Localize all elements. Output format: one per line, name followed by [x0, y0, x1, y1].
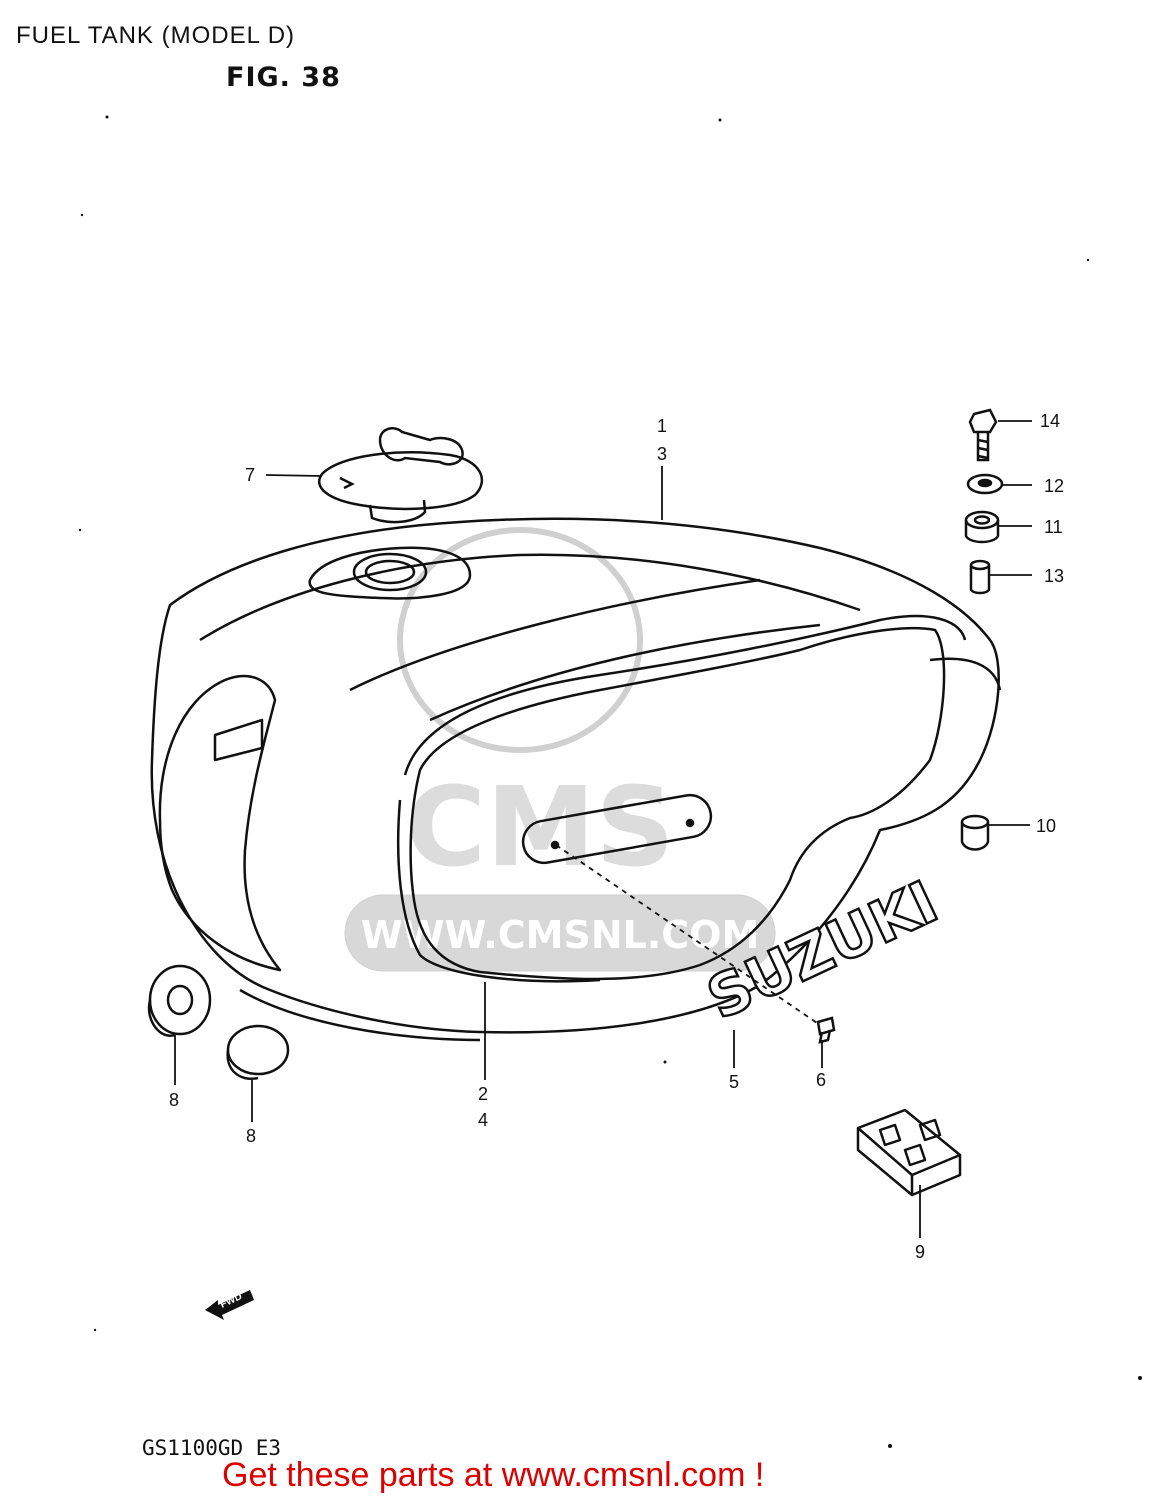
promo-link[interactable]: Get these parts at www.cmsnl.com ! [222, 1456, 765, 1494]
washer [966, 473, 1004, 495]
callout-9: 9 [915, 1242, 925, 1262]
tank-side-stripe-lower [396, 799, 601, 983]
tank-front-bracket [213, 718, 264, 762]
callout-14: 14 [1040, 411, 1060, 431]
leader-7 [265, 474, 323, 477]
watermark-badge [344, 894, 776, 972]
callout-8a: 8 [169, 1090, 179, 1110]
callout-8b: 8 [246, 1126, 256, 1146]
callout-7: 7 [245, 465, 255, 485]
tank-body-outline [150, 517, 1000, 1034]
tank-groove-2 [429, 623, 821, 722]
model-code: GS1100GD E3 [142, 1436, 282, 1460]
fwd-arrow-icon: FWD [205, 1290, 254, 1320]
bolt-thread [977, 438, 989, 460]
emblem-mount-slot [521, 793, 713, 865]
callout-3: 3 [657, 444, 667, 464]
scan-specks [78, 115, 1142, 1448]
cmsnl-watermark: CMS WWW.CMSNL.COM [344, 527, 776, 972]
tank-bottom-edge [239, 988, 481, 1042]
watermark-logo-text: CMS [405, 763, 674, 891]
fuel-cap-arrow-mark [339, 476, 355, 490]
tank-cushion-large [147, 964, 212, 1037]
callout-4: 4 [478, 1110, 488, 1130]
rubber-damper-block [856, 1108, 962, 1197]
emblem-screw-hole-rear [685, 818, 695, 828]
callout-1: 1 [657, 416, 667, 436]
knee-pad-outline-left [158, 674, 282, 972]
tank-groove-1 [349, 578, 761, 692]
fuel-cap-lid [318, 451, 484, 511]
watermark-url-text: WWW.CMSNL.COM [361, 913, 760, 957]
tank-rear-lip [929, 657, 1002, 691]
diagram-title: FUEL TANK (MODEL D) [16, 22, 296, 49]
fuel-tank [150, 517, 1002, 1042]
callout-5: 5 [729, 1072, 739, 1092]
callout-labels: 1 3 2 4 5 6 7 8 8 9 10 11 12 13 14 [169, 411, 1064, 1262]
spacer-collar [969, 559, 991, 595]
bolt-head [968, 408, 998, 434]
fuel-cap [318, 427, 484, 524]
leader-lines [174, 420, 1032, 1238]
callout-11: 11 [1044, 517, 1063, 537]
figure-number: FIG. 38 [226, 62, 341, 93]
callout-2: 2 [478, 1084, 488, 1104]
callout-12: 12 [1044, 476, 1064, 496]
fuel-cap-base [368, 499, 427, 524]
callout-10: 10 [1036, 816, 1056, 836]
watermark-figure-head [397, 527, 643, 753]
fuel-cap-key-icon [378, 427, 464, 466]
tank-side-panel [409, 626, 946, 981]
filler-neck-ring [352, 552, 428, 592]
tank-cushion-small [226, 1024, 290, 1081]
bolt [968, 408, 998, 462]
cushion-ring [964, 510, 1000, 544]
tank-side-stripe [403, 614, 967, 776]
bolt-shank [976, 432, 990, 462]
emblem-screw [816, 1016, 836, 1044]
filler-neck-inner [364, 559, 416, 585]
filler-neck-recess [308, 546, 472, 600]
leader-6-dashed [555, 844, 821, 1026]
emblem-screw-hole-front [550, 840, 560, 850]
rubber-cushion [960, 814, 990, 851]
callout-6: 6 [816, 1070, 826, 1090]
callout-13: 13 [1044, 566, 1064, 586]
